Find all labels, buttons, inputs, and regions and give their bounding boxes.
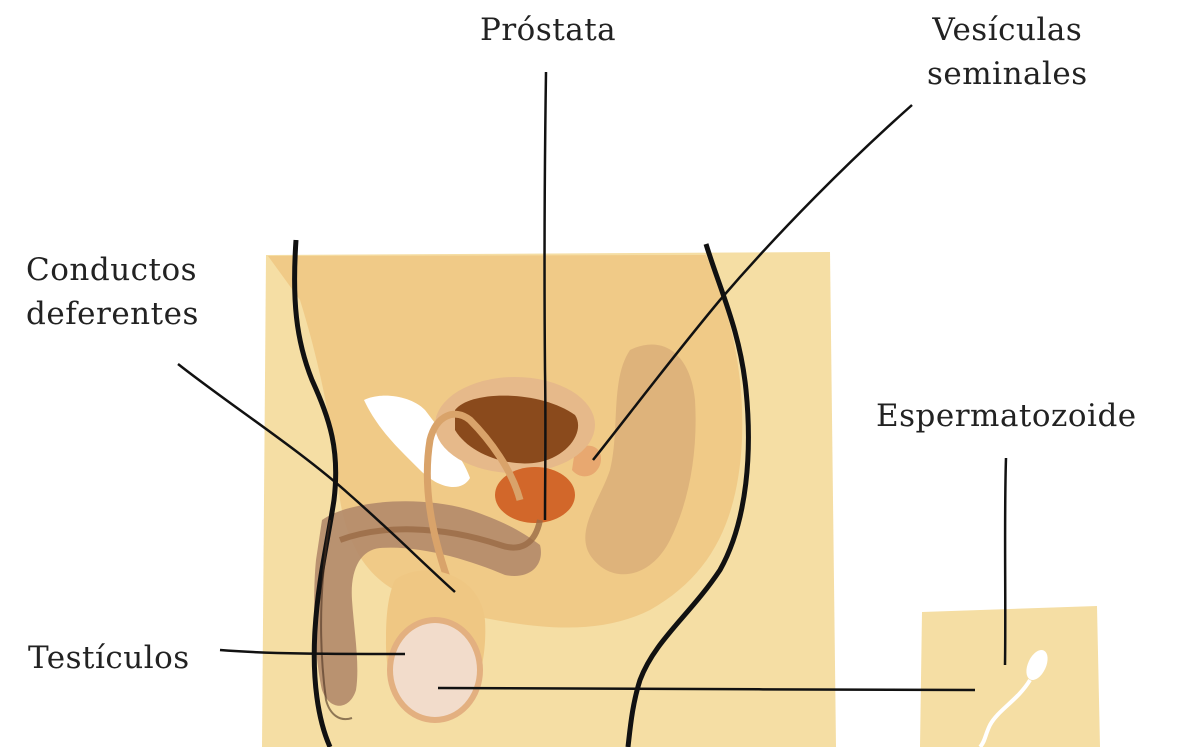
- label-conductos-line2: deferentes: [26, 292, 199, 336]
- label-testiculos: Testículos: [28, 636, 190, 680]
- label-vesiculas-line1: Vesículas: [927, 8, 1088, 52]
- label-vesiculas-seminales: Vesículas seminales: [927, 8, 1088, 96]
- leader-line-prostata: [545, 72, 546, 520]
- label-espermatozoide: Espermatozoide: [876, 394, 1137, 438]
- label-vesiculas-line2: seminales: [927, 52, 1088, 96]
- leader-line-espermatozoide: [1005, 458, 1006, 665]
- label-prostata-text: Próstata: [480, 8, 616, 52]
- label-conductos-line1: Conductos: [26, 248, 199, 292]
- label-testiculos-text: Testículos: [28, 636, 190, 680]
- label-espermatozoide-text: Espermatozoide: [876, 394, 1137, 438]
- sperm-inset-panel: [920, 606, 1100, 747]
- testis: [390, 620, 480, 720]
- label-prostata: Próstata: [480, 8, 616, 52]
- label-conductos-deferentes: Conductos deferentes: [26, 248, 199, 336]
